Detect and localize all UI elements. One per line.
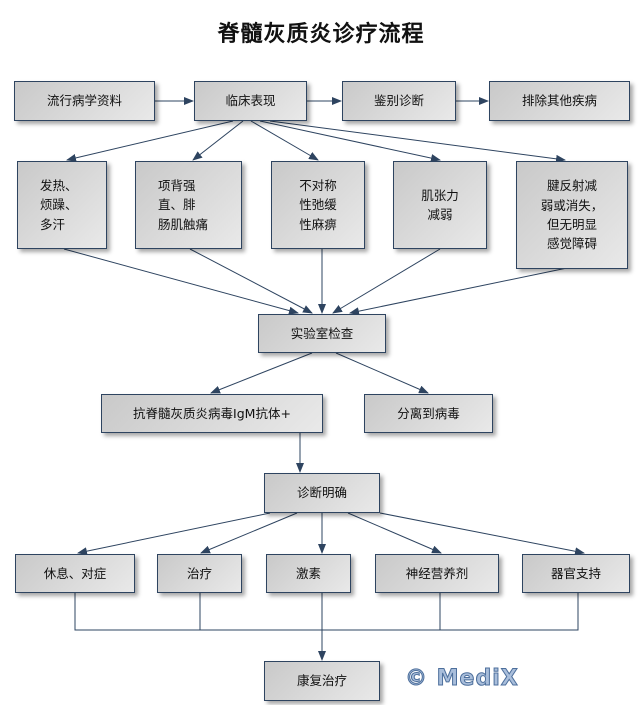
- node-reflex: 腱反射减 弱或消失， 但无明显 感觉障碍: [516, 161, 628, 269]
- node-asym: 不对称 性弛缓 性麻痹: [271, 161, 365, 249]
- node-tone: 肌张力 减弱: [393, 161, 487, 249]
- node-treat: 治疗: [157, 554, 242, 593]
- arrow-reflex-lab: [349, 267, 568, 316]
- arrow-clinical-reflex: [269, 120, 566, 163]
- merge-connector: [74, 593, 579, 631]
- watermark: © MediX: [405, 666, 519, 692]
- node-organ: 器官支持: [522, 554, 630, 593]
- node-fever: 发热、 烦躁、 多汗: [17, 161, 107, 249]
- arrow-confirmed-rest: [77, 512, 271, 556]
- arrow-clinical-asym: [250, 120, 319, 161]
- arrow-fever-lab: [63, 248, 299, 315]
- node-igm: 抗脊髓灰质炎病毒IgM抗体+: [101, 394, 323, 433]
- node-confirmed: 诊断明确: [264, 473, 380, 513]
- node-exclude: 排除其他疾病: [489, 81, 630, 121]
- arrow-lab-virus: [335, 352, 429, 394]
- node-epidemiology: 流行病学资料: [14, 81, 155, 121]
- node-clinical: 临床表现: [194, 81, 307, 121]
- node-neck: 项背强 直、腓 肠肌触痛: [135, 161, 242, 249]
- arrow-clinical-neck: [192, 120, 244, 161]
- node-virus: 分离到病毒: [364, 394, 493, 433]
- arrow-confirmed-treat: [200, 512, 298, 554]
- node-neuro: 神经营养剂: [375, 554, 499, 593]
- node-rest: 休息、对症: [15, 554, 135, 593]
- arrow-clinical-fever: [66, 120, 234, 162]
- diagram-title: 脊髓灰质炎诊疗流程: [217, 21, 425, 47]
- arrow-lab-igm: [210, 352, 313, 394]
- node-hormone: 激素: [266, 554, 351, 593]
- node-differential: 鉴别诊断: [342, 81, 456, 121]
- node-lab: 实验室检查: [258, 314, 386, 353]
- arrow-tone-lab: [332, 248, 441, 314]
- arrow-confirmed-organ: [379, 512, 585, 556]
- arrow-confirmed-neuro: [347, 512, 442, 554]
- node-rehab: 康复治疗: [264, 661, 380, 701]
- arrow-clinical-tone: [259, 120, 441, 163]
- arrow-neck-lab: [189, 248, 313, 314]
